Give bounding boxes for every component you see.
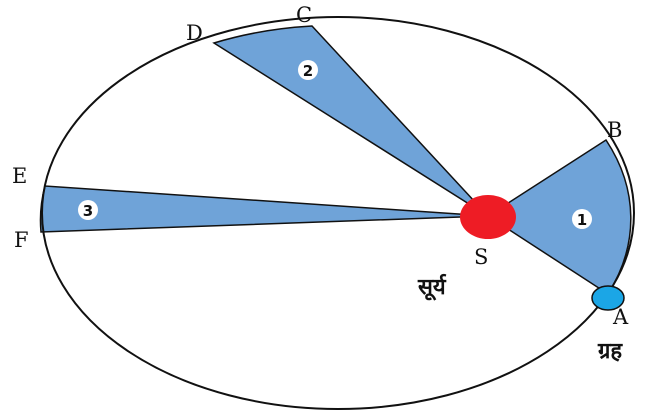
point-label-b: B — [607, 118, 622, 142]
point-label-d: D — [186, 21, 203, 45]
point-label-e: E — [12, 164, 27, 188]
sector-3-number: 3 — [83, 202, 93, 220]
sector-3-area — [39, 185, 489, 233]
point-label-s: S — [474, 245, 488, 269]
sun — [460, 195, 516, 239]
sun-label: सूर्य — [417, 273, 447, 301]
point-label-a: A — [612, 305, 629, 329]
orbit-ellipse — [41, 16, 635, 410]
sector-1-badge: 1 — [572, 209, 592, 229]
point-label-f: F — [14, 228, 29, 252]
point-label-c: C — [296, 3, 312, 27]
sector-3-badge: 3 — [78, 200, 98, 220]
sector-2-area — [212, 25, 489, 217]
planet — [591, 285, 625, 311]
sector-2-number: 2 — [303, 62, 313, 80]
sector-2-badge: 2 — [298, 60, 318, 80]
planet-label: ग्रह — [597, 339, 623, 364]
sector-1-number: 1 — [577, 211, 587, 229]
